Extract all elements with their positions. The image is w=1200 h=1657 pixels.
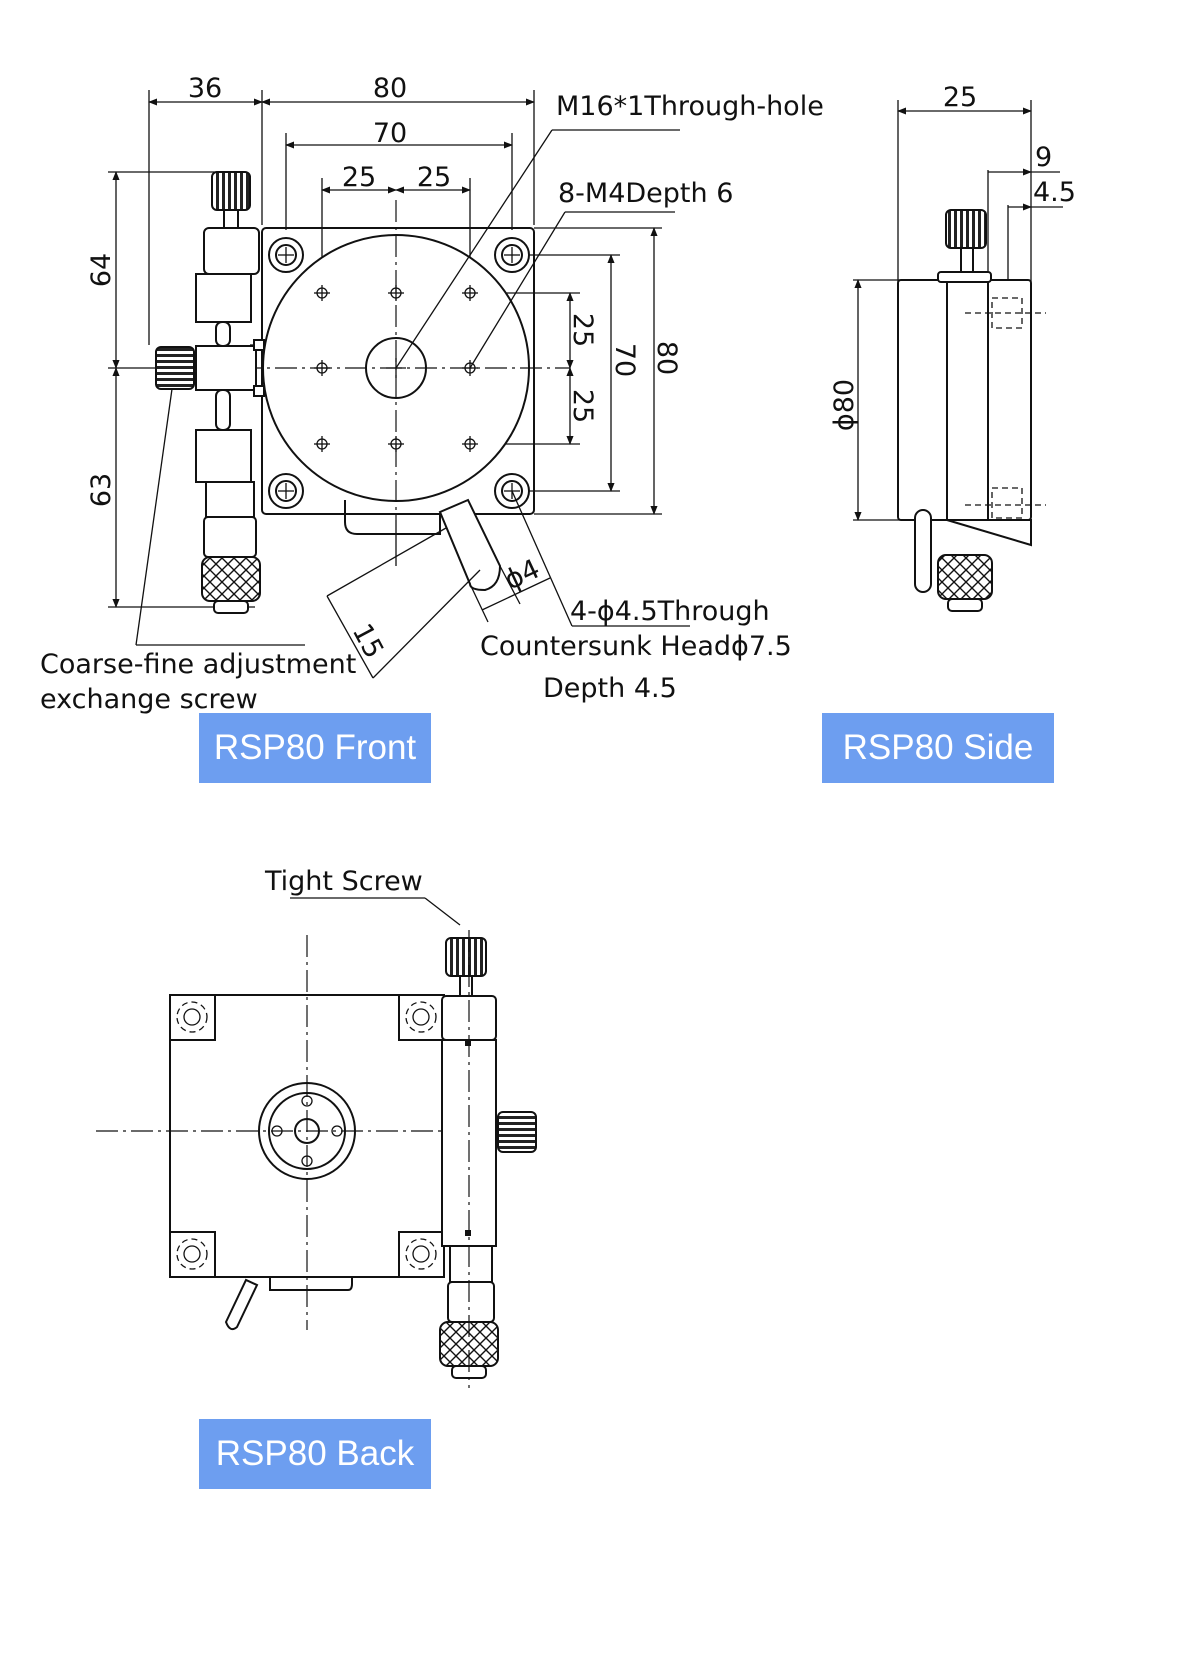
dim-70-vertical: 70: [609, 343, 640, 377]
front-adjuster: [155, 171, 265, 614]
dim-64: 64: [86, 253, 117, 287]
tag-side: RSP80 Side: [822, 713, 1054, 783]
dim-side-25: 25: [943, 82, 977, 113]
label-center-hole: M16*1Through-hole: [556, 91, 824, 122]
dim-25-left: 25: [342, 162, 376, 193]
dim-phi4: ϕ4: [500, 553, 545, 596]
dim-80-vertical: 80: [651, 341, 682, 375]
dim-25-vertical-bottom: 25: [567, 389, 598, 423]
front-view: 36 80 70 25 25 64 63 25 25 70 80: [40, 73, 824, 715]
dim-63: 63: [86, 473, 117, 507]
tag-front: RSP80 Front: [199, 713, 431, 783]
mounting-holes: [268, 237, 530, 509]
side-view: 25 9 4.5 ϕ80: [829, 82, 1076, 612]
dim-side-phi80: ϕ80: [829, 379, 860, 431]
dim-70-top: 70: [373, 118, 407, 149]
label-mount-holes-line1: 4-ϕ4.5Through: [570, 596, 770, 627]
label-exchange-screw-line2: exchange screw: [40, 684, 258, 715]
back-view: Tight Screw: [96, 866, 537, 1388]
label-exchange-screw-line1: Coarse-fine adjustment: [40, 649, 356, 680]
label-tapped-holes: 8-M4Depth 6: [558, 178, 733, 209]
back-adjuster: [439, 930, 537, 1388]
dim-side-9: 9: [1035, 142, 1052, 173]
dim-36: 36: [188, 73, 222, 104]
dim-side-4-5: 4.5: [1033, 177, 1076, 208]
label-tight-screw: Tight Screw: [264, 866, 423, 897]
label-mount-holes-line3: Depth 4.5: [543, 673, 677, 704]
dim-80-top: 80: [373, 73, 407, 104]
label-mount-holes-line2: Countersunk Headϕ7.5: [480, 631, 792, 662]
dim-25-right: 25: [417, 162, 451, 193]
tapped-holes: [314, 285, 478, 452]
tag-back: RSP80 Back: [199, 1419, 431, 1489]
dim-25-vertical-top: 25: [567, 313, 598, 347]
